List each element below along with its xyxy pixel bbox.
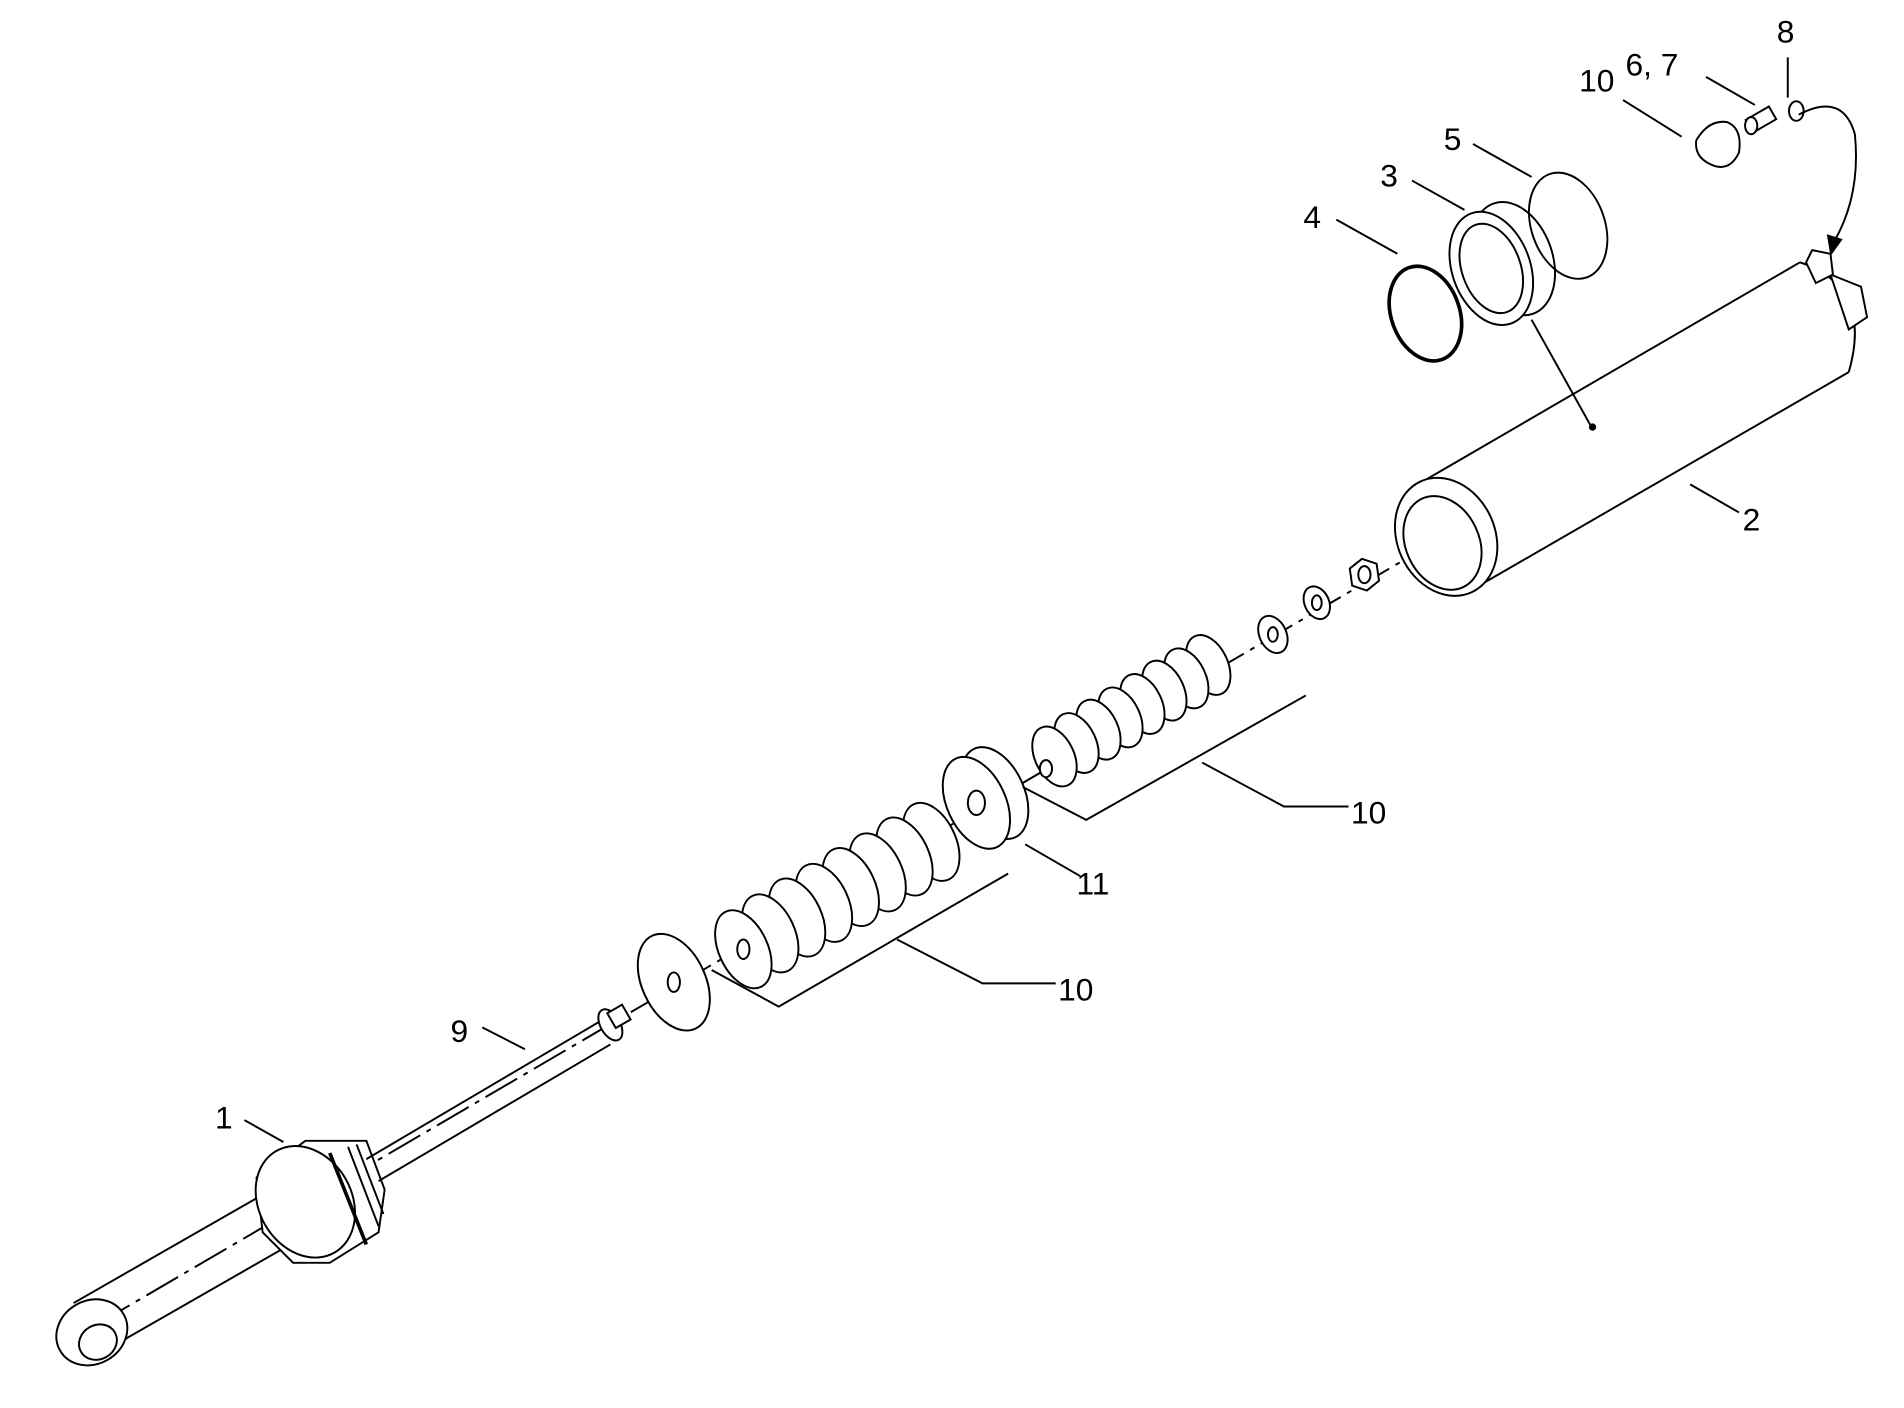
callout-6-7: 6, 7 <box>1625 47 1678 83</box>
cap-part-10 <box>1695 120 1741 168</box>
gland-nut-part-1 <box>254 1139 386 1264</box>
cylinder-tube-part-2 <box>1393 249 1869 597</box>
callout-2: 2 <box>1743 502 1761 538</box>
fitting-part-6-7 <box>1744 105 1778 136</box>
o-ring-part-4 <box>1387 264 1464 363</box>
callout-9: 9 <box>451 1013 469 1049</box>
ring-part-8 <box>1788 100 1805 122</box>
callout-11: 11 <box>1076 865 1109 901</box>
assembly-point <box>1588 423 1597 431</box>
callout-10-lower: 10 <box>1058 971 1093 1007</box>
callout-10-upper: 10 <box>1351 795 1386 831</box>
guide-ring-part-3 <box>1448 201 1557 327</box>
arrow-8-to-cylinder <box>1798 105 1857 243</box>
disc-spring-stack-lower <box>714 801 961 990</box>
piston-part-11 <box>941 746 1030 850</box>
piston-rod-part <box>55 1177 321 1367</box>
callout-4: 4 <box>1303 199 1321 235</box>
callout-10-cap: 10 <box>1579 63 1614 99</box>
callout-5: 5 <box>1444 121 1462 157</box>
callout-1: 1 <box>215 1100 233 1136</box>
seal-part-5 <box>1527 171 1609 280</box>
arrow-head-icon <box>1826 234 1843 257</box>
threaded-rod-part-9 <box>365 1003 632 1182</box>
leader-lines <box>243 57 1789 1143</box>
callout-8: 8 <box>1777 14 1795 50</box>
callout-3: 3 <box>1380 158 1398 194</box>
disc-spring-stack-upper <box>1031 634 1232 788</box>
